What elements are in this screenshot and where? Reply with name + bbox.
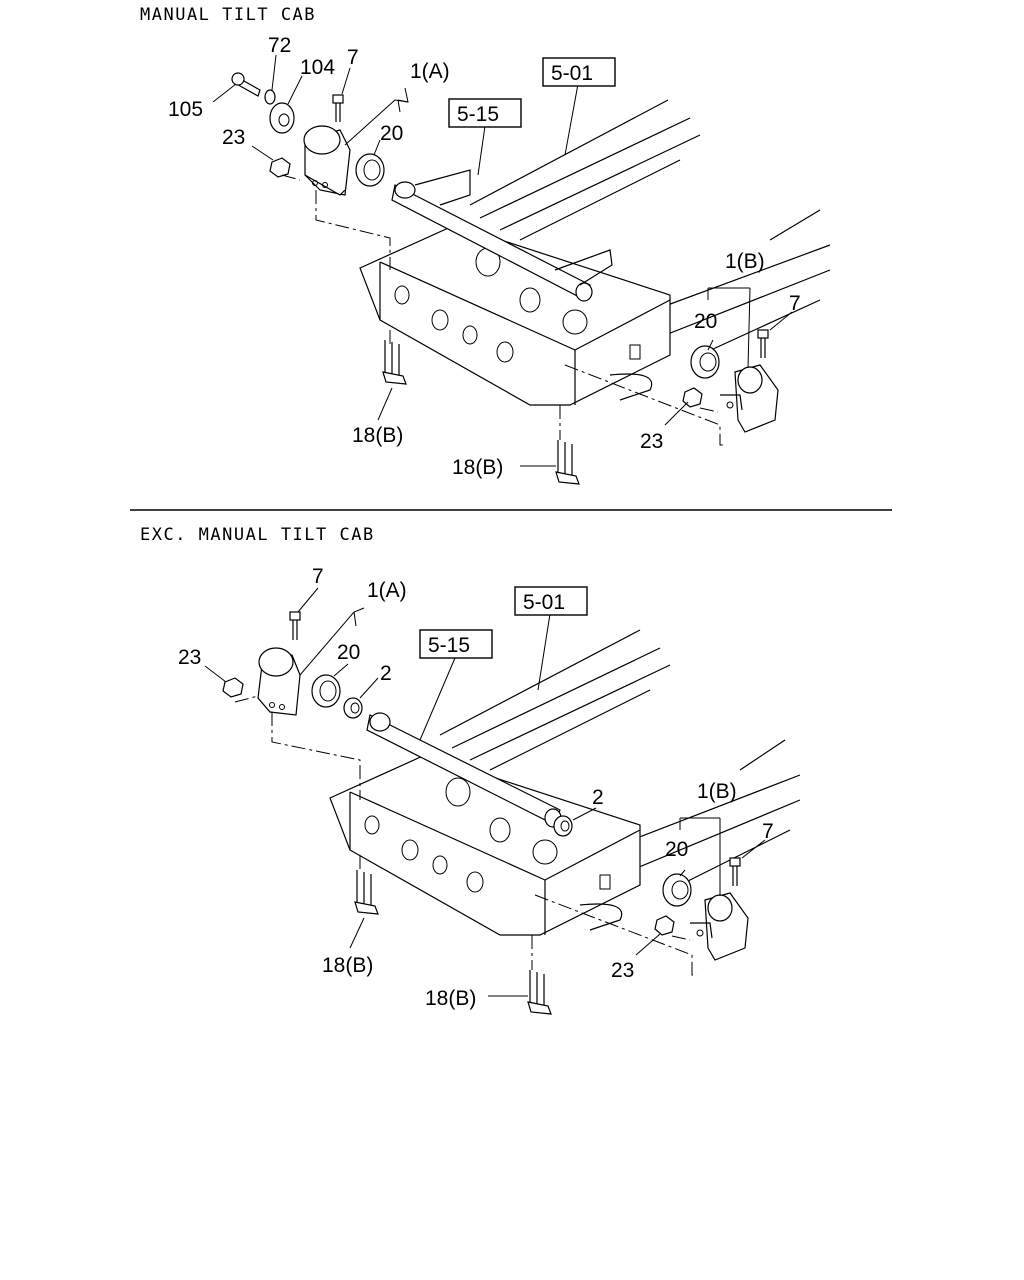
collar-2b xyxy=(553,815,573,837)
callout-7: 7 xyxy=(347,46,359,69)
callout-23-right: 23 xyxy=(611,959,634,982)
ref-box-5-15 xyxy=(419,629,493,659)
bolt-7a xyxy=(332,94,344,122)
callout-7-right: 7 xyxy=(762,820,774,843)
callout-20: 20 xyxy=(380,122,403,145)
bushing-20b xyxy=(690,345,720,379)
frame-side-rails xyxy=(439,629,801,886)
callout-23: 23 xyxy=(222,126,245,149)
front-cross-member xyxy=(359,224,671,406)
callout-20: 20 xyxy=(337,641,360,664)
ref-5-15: 5-15 xyxy=(457,103,499,126)
nut-23b xyxy=(654,915,675,936)
ref-box-5-01 xyxy=(542,57,616,87)
collar-2a xyxy=(343,697,363,719)
bolt-7b xyxy=(729,857,741,886)
leader-lines xyxy=(204,587,766,997)
tilt-tube-bar xyxy=(391,169,613,302)
callout-18b-right: 18(B) xyxy=(425,987,476,1010)
callout-23-right: 23 xyxy=(640,430,663,453)
leader-lines xyxy=(212,54,793,467)
callout-18b-left: 18(B) xyxy=(322,954,373,977)
bushing-20b xyxy=(662,873,692,907)
bushing-20a xyxy=(311,674,341,708)
callout-105: 105 xyxy=(168,98,203,121)
bolt-7a xyxy=(289,611,301,640)
callout-23: 23 xyxy=(178,646,201,669)
pin-18b-right xyxy=(527,970,552,1015)
callout-72: 72 xyxy=(268,34,291,57)
bracket-1a xyxy=(257,647,301,716)
nut-23a xyxy=(269,157,291,178)
ref-box-5-15 xyxy=(448,98,522,128)
callout-7: 7 xyxy=(312,565,324,588)
callout-1b: 1(B) xyxy=(725,250,765,273)
callout-1b: 1(B) xyxy=(697,780,737,803)
ref-box-5-01 xyxy=(514,586,588,616)
callout-2-right: 2 xyxy=(592,786,604,809)
section-exc-manual-tilt-cab: EXC. MANUAL TILT CAB xyxy=(140,525,801,1015)
bolt-7b xyxy=(757,329,769,358)
tilt-tube-bar xyxy=(366,712,562,828)
callout-1a: 1(A) xyxy=(367,579,407,602)
callout-104: 104 xyxy=(300,56,335,79)
callout-7-right: 7 xyxy=(789,292,801,315)
ref-5-01: 5-01 xyxy=(551,62,593,85)
callout-18b-right: 18(B) xyxy=(452,456,503,479)
callout-18b-left: 18(B) xyxy=(352,424,403,447)
callout-1a: 1(A) xyxy=(410,60,450,83)
pin-18b-left xyxy=(382,340,407,385)
cushion-104 xyxy=(269,102,295,134)
bolt-105 xyxy=(231,72,261,97)
bracket-1a xyxy=(303,125,351,196)
section-manual-tilt-cab: MANUAL TILT CAB xyxy=(140,5,831,485)
washer-72 xyxy=(264,89,276,105)
bracket-1b xyxy=(720,364,779,433)
bracket-1b xyxy=(690,892,749,961)
section-heading: EXC. MANUAL TILT CAB xyxy=(140,525,375,545)
bushing-20a xyxy=(355,153,385,187)
ref-5-15: 5-15 xyxy=(428,634,470,657)
pin-18b-left xyxy=(354,870,379,915)
front-cross-member xyxy=(329,754,641,936)
pin-18b-right xyxy=(555,440,580,485)
ref-5-01: 5-01 xyxy=(523,591,565,614)
nut-23a xyxy=(222,677,244,698)
section-heading: MANUAL TILT CAB xyxy=(140,5,316,25)
callout-20-right: 20 xyxy=(665,838,688,861)
callout-2: 2 xyxy=(380,662,392,685)
callout-20-right: 20 xyxy=(694,310,717,333)
